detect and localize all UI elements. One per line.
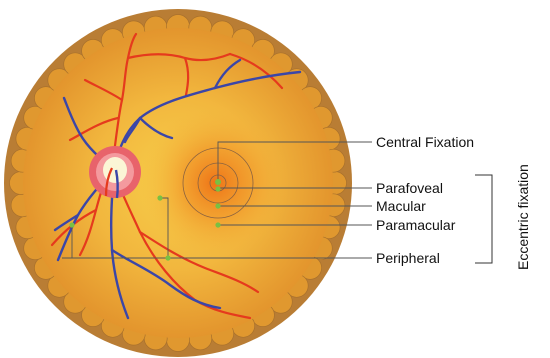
paramacular-marker bbox=[215, 222, 220, 227]
macular-marker bbox=[215, 203, 220, 208]
label-central-fixation: Central Fixation bbox=[376, 134, 474, 150]
peripheral-marker-right bbox=[157, 195, 162, 200]
label-macular: Macular bbox=[376, 198, 426, 214]
eccentric-bracket bbox=[475, 175, 492, 263]
optic-disc bbox=[103, 157, 127, 183]
label-peripheral: Peripheral bbox=[376, 250, 440, 266]
label-paramacular: Paramacular bbox=[376, 217, 456, 233]
label-parafoveal: Parafoveal bbox=[376, 180, 443, 196]
macula-glow bbox=[140, 108, 290, 258]
label-eccentric-fixation: Eccentric fixation bbox=[515, 164, 531, 270]
peripheral-marker-bottom bbox=[165, 255, 170, 260]
central-fixation-marker bbox=[215, 179, 221, 185]
parafoveal-marker bbox=[215, 186, 220, 191]
peripheral-marker-left bbox=[69, 222, 74, 227]
